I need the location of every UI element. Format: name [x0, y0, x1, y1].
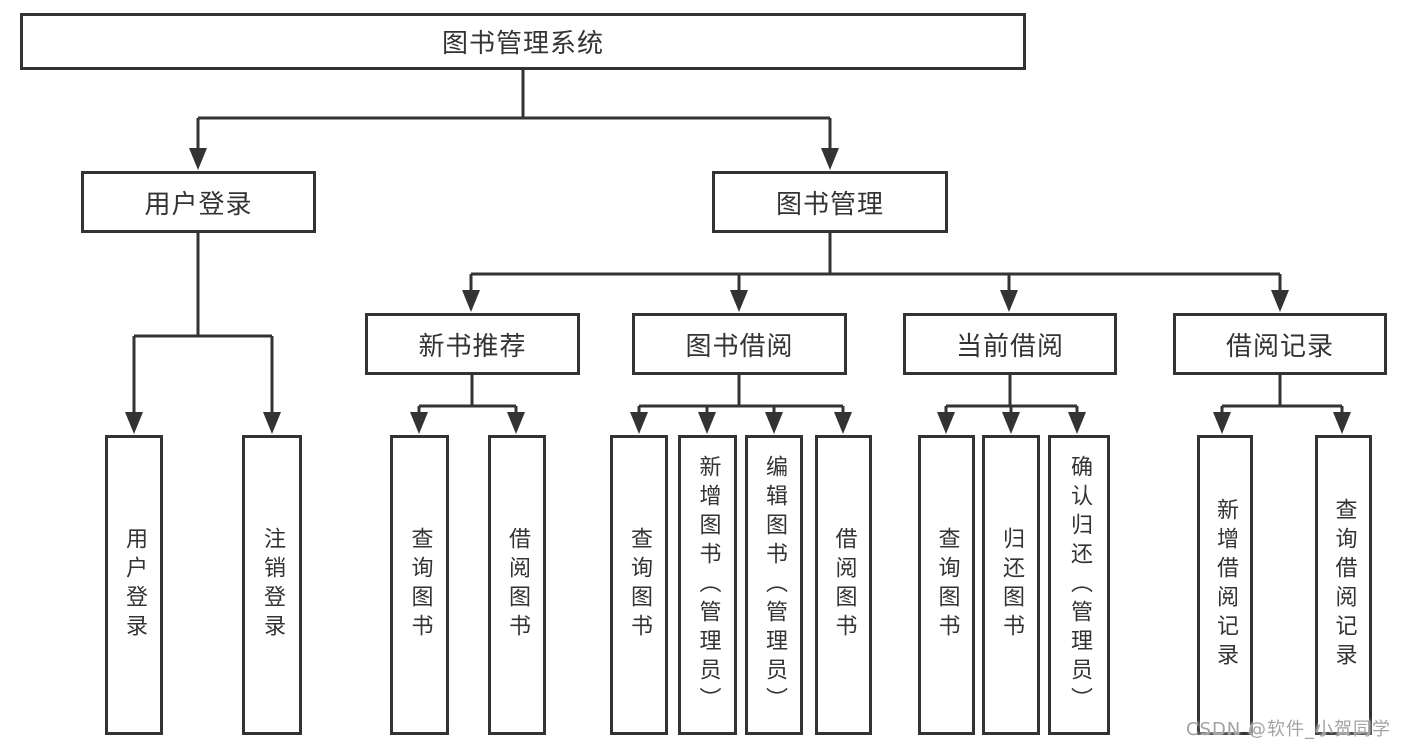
leaf-user-login: 用户登录 — [105, 435, 163, 735]
leaf-br-add-record: 新增借阅记录 — [1197, 435, 1253, 735]
node-user-login: 用户登录 — [81, 171, 316, 233]
leaf-cb-query-books-label: 查询图书 — [934, 527, 960, 643]
node-book-management: 图书管理 — [712, 171, 948, 233]
leaf-br-add-record-label: 新增借阅记录 — [1213, 498, 1238, 672]
leaf-cb-query-books: 查询图书 — [918, 435, 975, 735]
leaf-nbr-query-books-label: 查询图书 — [407, 527, 433, 643]
leaf-br-query-record: 查询借阅记录 — [1315, 435, 1372, 735]
node-borrow-record-label: 借阅记录 — [1225, 331, 1334, 362]
node-book-borrow: 图书借阅 — [632, 313, 847, 375]
csdn-watermark: CSDN @软件_小贺同学 — [1185, 719, 1391, 740]
node-new-book-recommend-label: 新书推荐 — [418, 331, 527, 362]
node-current-borrow-label: 当前借阅 — [955, 331, 1064, 362]
leaf-bb-borrow-books: 借阅图书 — [815, 435, 872, 735]
leaf-cb-confirm-return-admin: 确认归还（管理员） — [1048, 435, 1110, 735]
leaf-cb-return-books-label: 归还图书 — [999, 527, 1024, 643]
leaf-nbr-query-books: 查询图书 — [390, 435, 449, 735]
leaf-bb-query-books-label: 查询图书 — [627, 527, 652, 643]
leaf-bb-add-book-admin-label: 新增图书（管理员） — [695, 454, 721, 716]
leaf-bb-edit-book-admin-label: 编辑图书（管理员） — [762, 454, 787, 716]
leaf-bb-borrow-books-label: 借阅图书 — [831, 527, 857, 643]
leaf-user-login-label: 用户登录 — [122, 527, 147, 643]
leaf-nbr-borrow-books-label: 借阅图书 — [505, 527, 530, 643]
node-user-login-label: 用户登录 — [144, 189, 253, 220]
leaf-logout-label: 注销登录 — [260, 527, 285, 643]
node-borrow-record: 借阅记录 — [1173, 313, 1387, 375]
leaf-cb-confirm-return-admin-label: 确认归还（管理员） — [1067, 454, 1092, 716]
node-book-borrow-label: 图书借阅 — [685, 331, 794, 362]
leaf-cb-return-books: 归还图书 — [982, 435, 1040, 735]
leaf-nbr-borrow-books: 借阅图书 — [488, 435, 546, 735]
leaf-bb-query-books: 查询图书 — [610, 435, 668, 735]
node-new-book-recommend: 新书推荐 — [365, 313, 580, 375]
leaf-logout: 注销登录 — [242, 435, 302, 735]
node-root-label: 图书管理系统 — [441, 29, 604, 59]
node-book-management-label: 图书管理 — [775, 189, 884, 220]
leaf-br-query-record-label: 查询借阅记录 — [1331, 498, 1357, 672]
leaf-bb-edit-book-admin: 编辑图书（管理员） — [745, 435, 803, 735]
leaf-bb-add-book-admin: 新增图书（管理员） — [678, 435, 737, 735]
node-current-borrow: 当前借阅 — [903, 313, 1117, 375]
node-root: 图书管理系统 — [20, 13, 1026, 70]
